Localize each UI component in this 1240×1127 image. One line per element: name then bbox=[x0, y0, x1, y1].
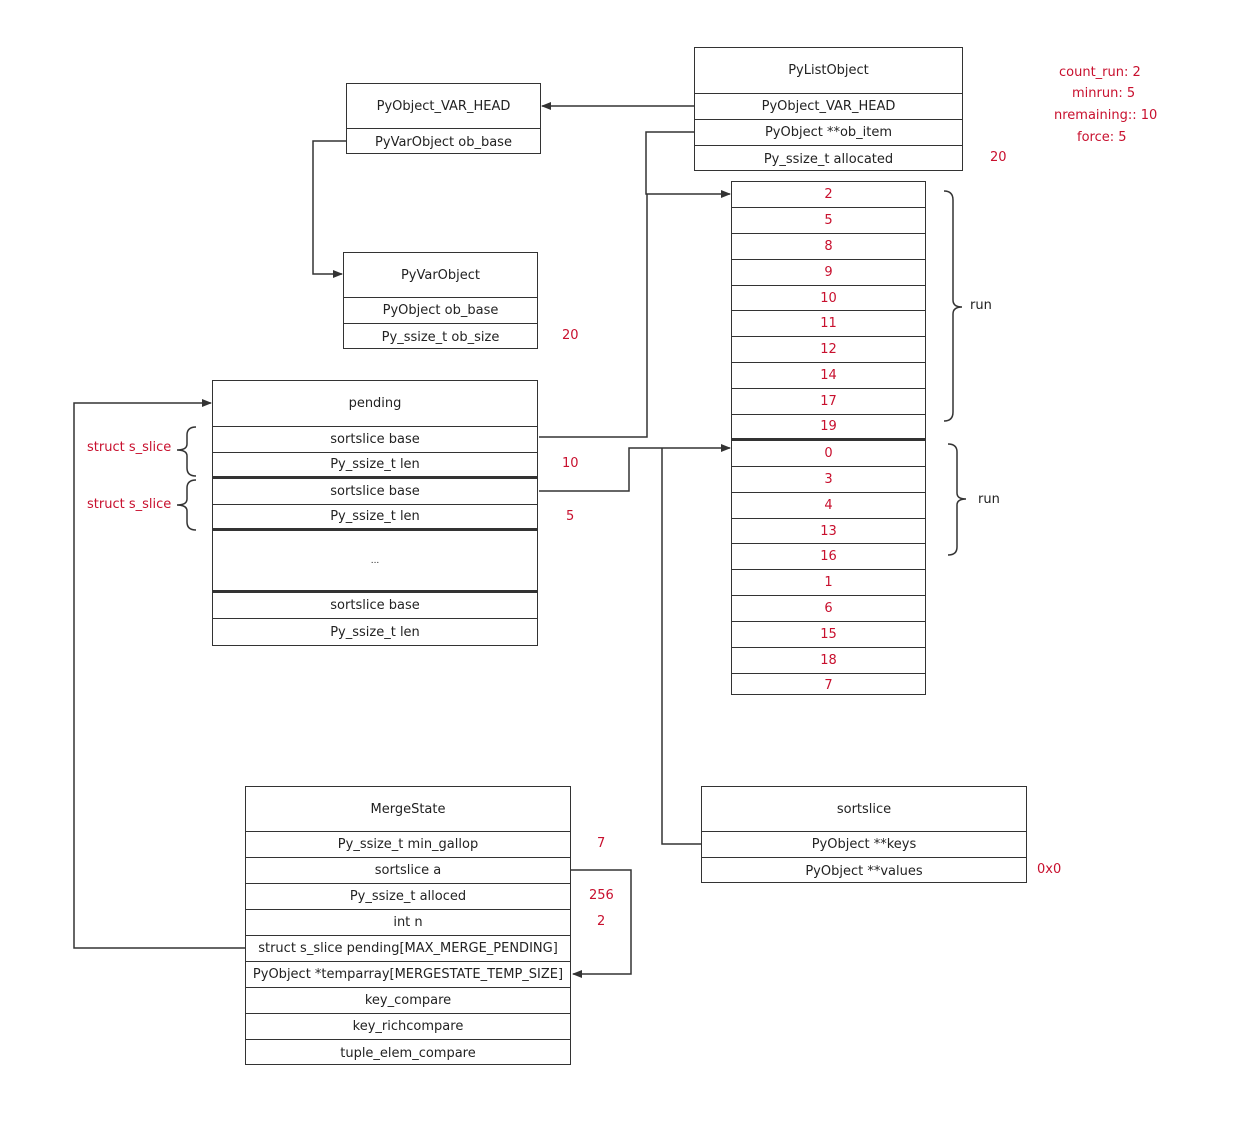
struct-label-2: struct s_slice bbox=[87, 497, 172, 512]
ob-size-value: 20 bbox=[562, 328, 579, 343]
array-element: 6 bbox=[732, 596, 925, 623]
pending-len-1-value: 10 bbox=[562, 456, 579, 471]
values-value: 0x0 bbox=[1037, 862, 1062, 877]
pending-field-base-1: sortslice base bbox=[213, 427, 537, 453]
array-element: 14 bbox=[732, 363, 925, 390]
sortslice-title: sortslice bbox=[702, 787, 1026, 832]
array-element: 2 bbox=[732, 182, 925, 208]
pylistobject-box: PyListObject PyObject_VAR_HEAD PyObject … bbox=[694, 47, 963, 171]
alloced-value: 256 bbox=[589, 888, 614, 903]
pyvar-field-ob-base: PyObject ob_base bbox=[344, 298, 537, 324]
array-element: 3 bbox=[732, 467, 925, 493]
pending-field-base-2: sortslice base bbox=[213, 479, 537, 505]
sortslice-field-values: PyObject **values bbox=[805, 863, 923, 879]
array-element: 4 bbox=[732, 493, 925, 519]
array-element: 8 bbox=[732, 234, 925, 260]
sortslice-field-keys: PyObject **keys bbox=[702, 832, 1026, 858]
pending-len-2-value: 5 bbox=[566, 509, 575, 524]
status-force: force: 5 bbox=[1077, 130, 1127, 145]
ms-field-alloced: Py_ssize_t alloced bbox=[246, 884, 570, 910]
array-element: 19 bbox=[732, 415, 925, 441]
status-minrun: minrun: 5 bbox=[1072, 86, 1136, 101]
brace-struct-2 bbox=[176, 479, 197, 531]
array-element: 16 bbox=[732, 544, 925, 571]
arrow-ob-base bbox=[312, 140, 346, 278]
array-element: 18 bbox=[732, 648, 925, 674]
brace-run-1 bbox=[943, 190, 963, 422]
pending-box: pending sortslice base Py_ssize_t len so… bbox=[212, 380, 538, 646]
allocated-value: 20 bbox=[990, 150, 1007, 165]
run-label-1: run bbox=[970, 298, 992, 313]
status-nremaining: nremaining:: 10 bbox=[1054, 108, 1158, 123]
ms-field-min-gallop: Py_ssize_t min_gallop bbox=[246, 832, 570, 858]
pyvar-field-ob-size: Py_ssize_t ob_size bbox=[381, 329, 500, 345]
ms-field-tuple-elem-compare: tuple_elem_compare bbox=[340, 1045, 476, 1061]
run-label-2: run bbox=[978, 492, 1000, 507]
struct-label-1: struct s_slice bbox=[87, 440, 172, 455]
array-element: 12 bbox=[732, 337, 925, 364]
varhead-field-ob-base: PyVarObject ob_base bbox=[375, 134, 512, 150]
pending-field-len-2: Py_ssize_t len bbox=[213, 505, 537, 531]
array-element: 11 bbox=[732, 311, 925, 338]
ms-field-key-richcompare: key_richcompare bbox=[246, 1014, 570, 1040]
array-element: 15 bbox=[732, 622, 925, 649]
pylistobject-title: PyListObject bbox=[695, 48, 962, 94]
ms-field-temparray: PyObject *temparray[MERGESTATE_TEMP_SIZE… bbox=[246, 962, 570, 988]
array-element: 10 bbox=[732, 286, 925, 312]
array-element: 9 bbox=[732, 260, 925, 286]
varhead-box: PyObject_VAR_HEAD PyVarObject ob_base bbox=[346, 83, 541, 154]
pending-field-ellipsis: ... bbox=[213, 531, 537, 593]
ms-field-key-compare: key_compare bbox=[246, 988, 570, 1014]
brace-run-2 bbox=[947, 443, 967, 556]
mergestate-box: MergeState Py_ssize_t min_gallop sortsli… bbox=[245, 786, 571, 1065]
pyvarobject-box: PyVarObject PyObject ob_base Py_ssize_t … bbox=[343, 252, 538, 349]
pylist-field-var-head: PyObject_VAR_HEAD bbox=[695, 94, 962, 120]
ms-field-sortslice-a: sortslice a bbox=[246, 858, 570, 884]
ms-field-int-n: int n bbox=[246, 910, 570, 936]
pending-field-len-1: Py_ssize_t len bbox=[213, 453, 537, 479]
pending-field-base-n: sortslice base bbox=[213, 593, 537, 619]
pending-field-len-n: Py_ssize_t len bbox=[330, 624, 420, 640]
mergestate-title: MergeState bbox=[246, 787, 570, 832]
array-element: 5 bbox=[732, 208, 925, 234]
pylist-field-ob-item: PyObject **ob_item bbox=[695, 120, 962, 146]
min-gallop-value: 7 bbox=[597, 836, 606, 851]
array-element: 1 bbox=[732, 570, 925, 597]
array-element: 7 bbox=[824, 678, 833, 694]
pylist-field-allocated: Py_ssize_t allocated bbox=[763, 151, 894, 167]
array-element: 13 bbox=[732, 519, 925, 545]
array-element: 0 bbox=[732, 441, 925, 467]
status-count-run: count_run: 2 bbox=[1059, 65, 1141, 80]
array-element: 17 bbox=[732, 389, 925, 416]
ms-field-pending: struct s_slice pending[MAX_MERGE_PENDING… bbox=[246, 936, 570, 962]
line-pending-base-1 bbox=[539, 194, 648, 438]
n-value: 2 bbox=[597, 914, 606, 929]
pending-title: pending bbox=[213, 381, 537, 427]
brace-struct-1 bbox=[176, 426, 197, 477]
sortslice-box: sortslice PyObject **keys PyObject **val… bbox=[701, 786, 1027, 883]
varhead-title: PyObject_VAR_HEAD bbox=[347, 84, 540, 129]
line-sortslice-keys bbox=[661, 448, 701, 845]
pyvarobject-title: PyVarObject bbox=[344, 253, 537, 298]
